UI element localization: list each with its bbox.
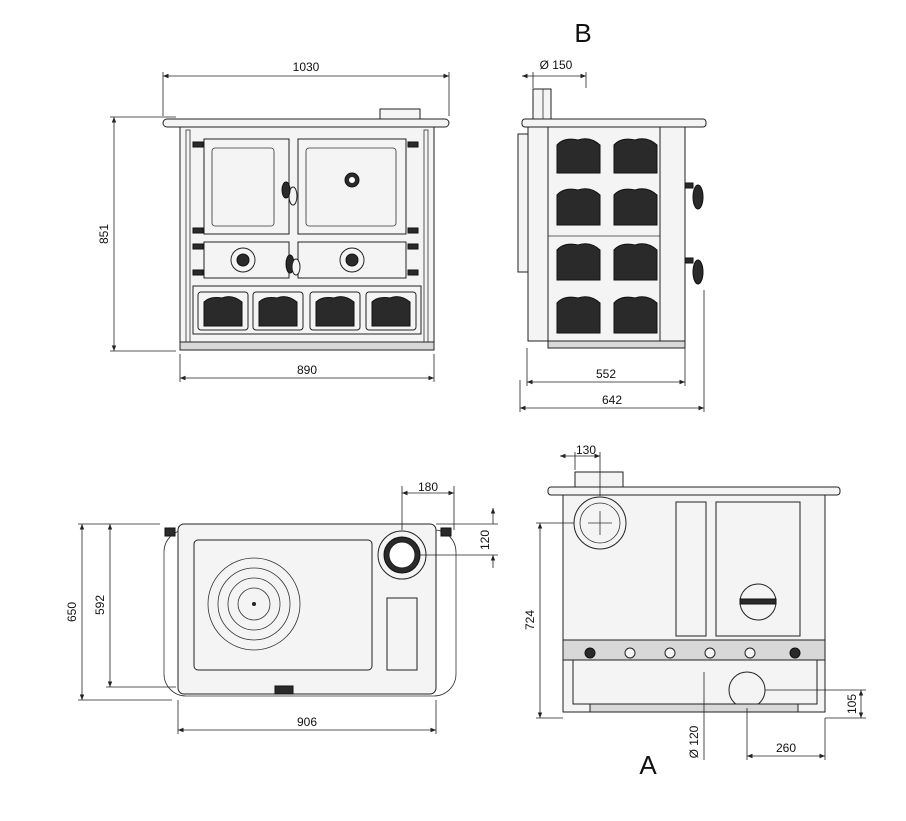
dim-top-flue-offset-x: 180 [418,480,438,494]
dim-rear-flue-offset: 130 [576,443,596,457]
dim-top-depth-inner: 592 [93,595,107,615]
dim-rear-air-inlet-height: 105 [845,694,859,714]
dim-front-width-top: 1030 [293,60,320,74]
dim-top-width: 906 [297,715,317,729]
dim-top-depth-outer: 650 [65,602,79,622]
dim-front-width-base: 890 [297,363,317,377]
top-view [163,523,457,697]
dim-flue-diameter: Ø 150 [540,58,573,72]
dim-side-depth-total: 642 [602,393,622,407]
dim-front-height: 851 [97,224,111,244]
view-label-b: B [574,18,591,48]
dim-rear-air-inlet-diameter: Ø 120 [687,725,701,758]
rear-dimension-lines [536,452,866,760]
top-dimension-lines [78,486,498,734]
side-view [517,88,707,349]
view-label-a: A [639,750,657,780]
dim-rear-flue-height: 724 [523,610,537,630]
front-dimension-lines [110,72,450,382]
side-dimension-lines [519,72,705,412]
front-view [162,108,450,351]
dim-top-flue-offset-y: 120 [478,530,492,550]
dim-side-depth-body: 552 [596,367,616,381]
rear-view [547,471,841,713]
dim-rear-air-inlet-offset: 260 [776,741,796,755]
